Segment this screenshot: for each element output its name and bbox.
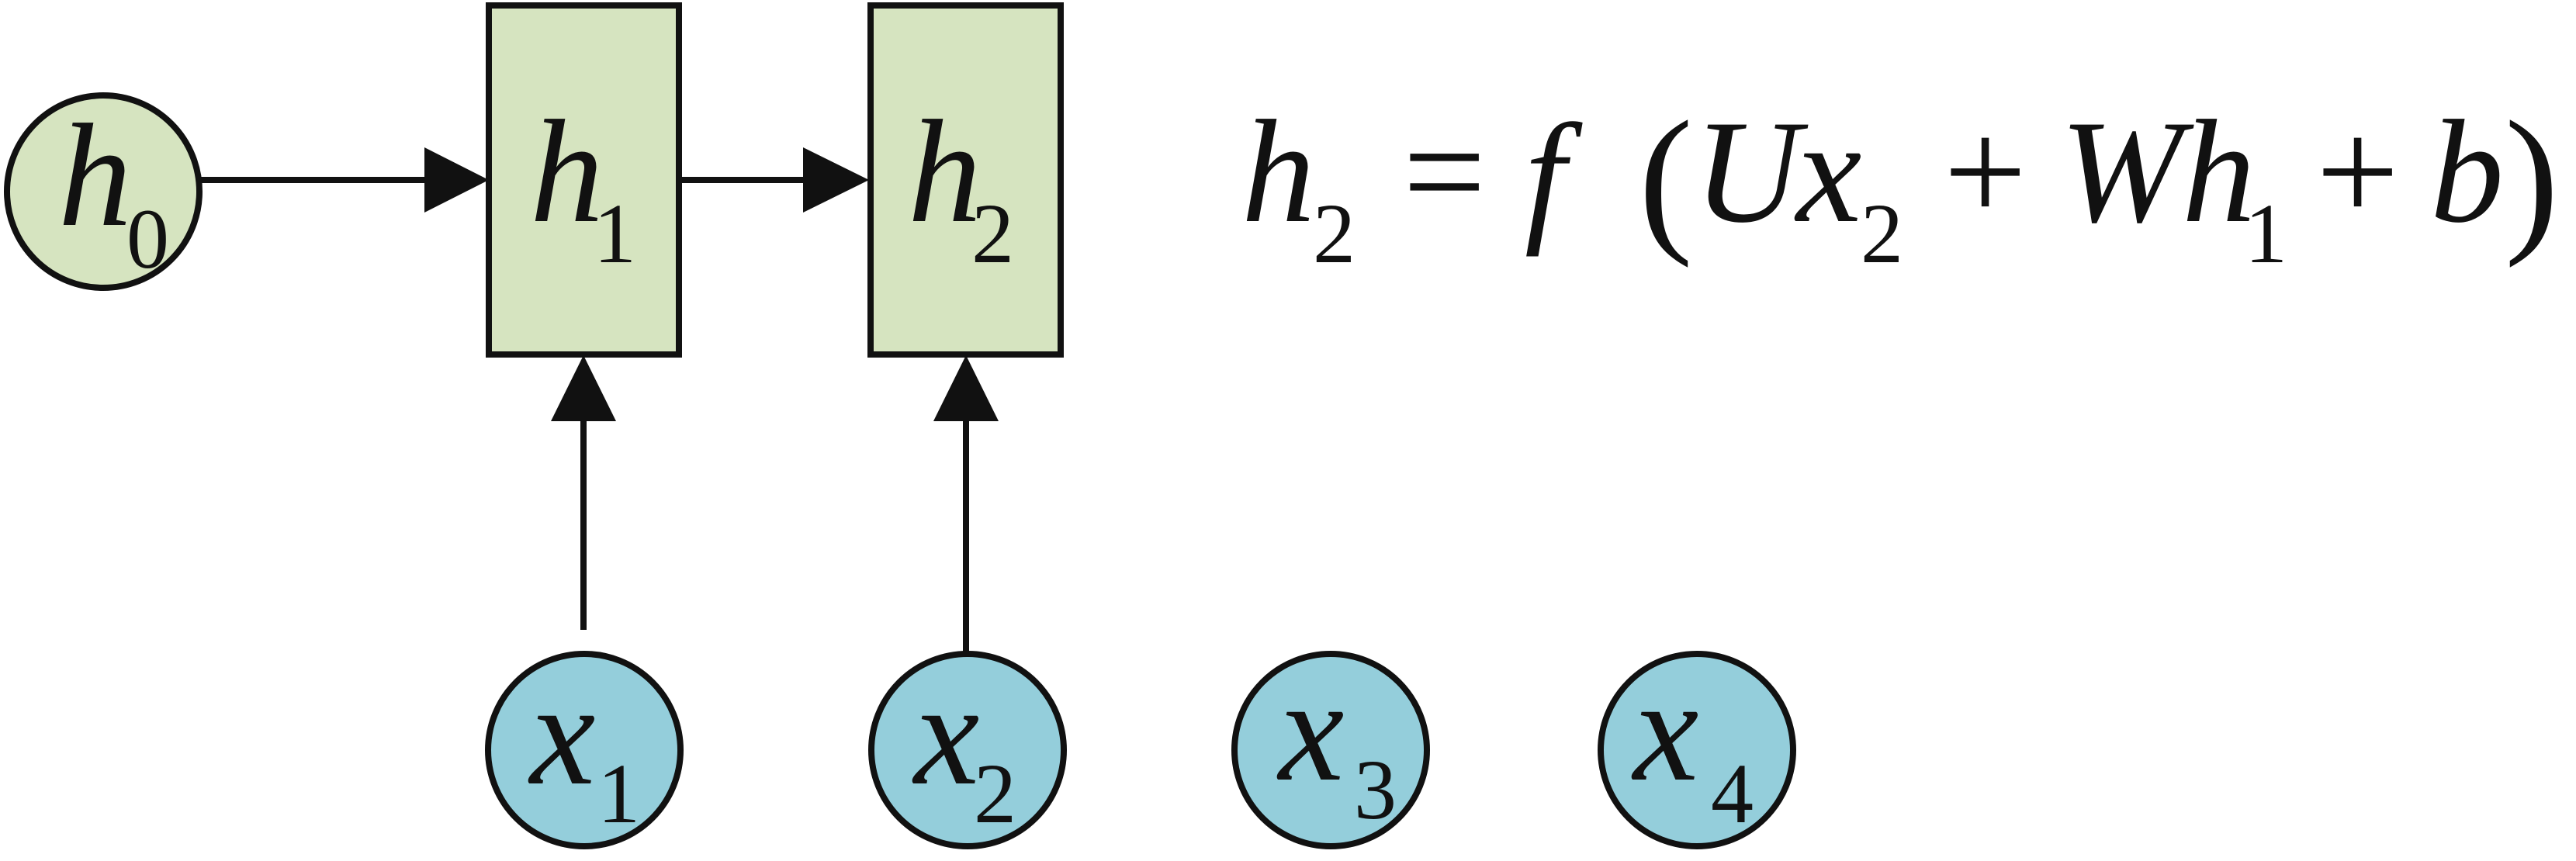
- edge-h0-h1-arrowhead: [424, 147, 489, 213]
- h2-node: h 2: [867, 2, 1064, 358]
- edge-x2-h2-arrowhead: [933, 355, 999, 421]
- x1-circle: [485, 651, 684, 849]
- update-equation: h 2 = f ( U x 2 + W h 1 + b ): [1241, 88, 2559, 281]
- x4-var: x: [1631, 649, 1698, 812]
- eq-x-sub: 2: [1861, 186, 1903, 281]
- eq-open-paren: (: [1639, 88, 1693, 268]
- eq-w: W: [2060, 91, 2194, 254]
- h0-node: h 0: [4, 92, 203, 291]
- edge-h1-h2: [679, 147, 869, 213]
- x3-sub: 3: [1354, 742, 1397, 837]
- eq-lhs-sub: 2: [1313, 186, 1356, 281]
- h0-sub: 0: [126, 192, 169, 286]
- eq-u: U: [1694, 91, 1809, 254]
- h2-box: [867, 2, 1064, 358]
- edge-x1-h1: [551, 355, 616, 630]
- eq-h-sub: 1: [2245, 186, 2287, 281]
- edge-h1-h2-arrowhead: [803, 147, 869, 213]
- x2-circle: [868, 651, 1067, 849]
- x3-circle: [1231, 651, 1430, 849]
- eq-x-var: x: [1794, 91, 1861, 254]
- x1-var: x: [528, 653, 595, 816]
- eq-close-paren: ): [2505, 88, 2559, 268]
- x1-node: x 1: [485, 651, 684, 849]
- eq-plus-1: +: [1944, 91, 2027, 254]
- h1-node: h 1: [486, 2, 682, 358]
- edge-x1-h1-arrowhead: [551, 355, 616, 421]
- h0-circle: [4, 92, 203, 291]
- edge-h0-h1: [198, 147, 489, 213]
- edge-x2-h2: [933, 355, 999, 653]
- x4-node: x 4: [1598, 649, 1796, 849]
- x1-sub: 1: [597, 746, 640, 841]
- eq-h-var: h: [2182, 91, 2256, 254]
- h2-var: h: [908, 91, 982, 254]
- eq-plus-2: +: [2316, 91, 2399, 254]
- h0-var: h: [58, 95, 132, 258]
- h1-box: [486, 2, 682, 358]
- x4-circle: [1598, 651, 1796, 849]
- x2-sub: 2: [974, 746, 1016, 841]
- eq-func: f: [1525, 95, 1583, 258]
- x4-sub: 4: [1711, 746, 1754, 841]
- h1-var: h: [530, 91, 604, 254]
- h2-sub: 2: [971, 186, 1014, 281]
- x3-node: x 3: [1231, 649, 1430, 849]
- eq-lhs-var: h: [1241, 91, 1315, 254]
- eq-equals: =: [1403, 91, 1486, 254]
- x2-var: x: [912, 653, 979, 816]
- x3-var: x: [1276, 649, 1344, 812]
- h1-sub: 1: [594, 186, 636, 281]
- eq-b: b: [2430, 91, 2504, 254]
- x2-node: x 2: [868, 651, 1067, 849]
